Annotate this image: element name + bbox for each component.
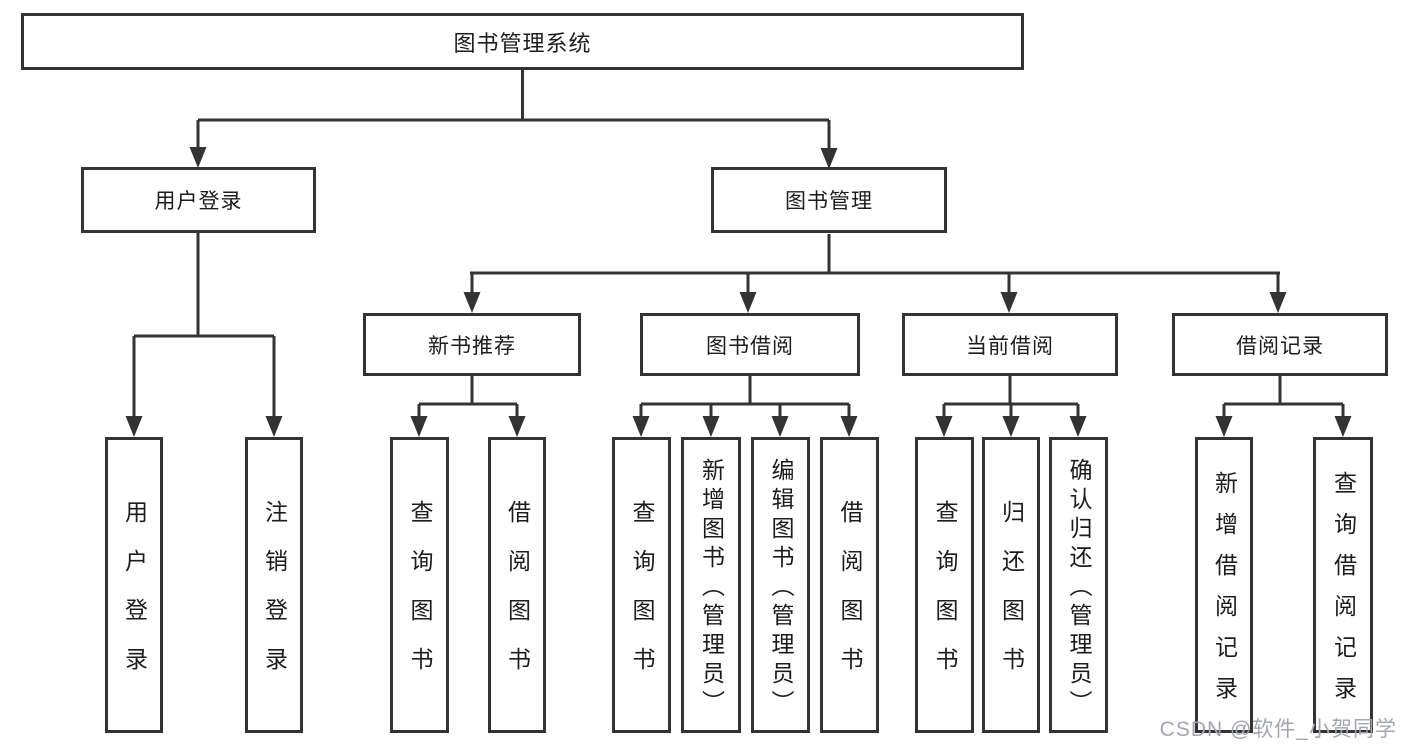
- node-current-borrowing-label: 当前借阅: [966, 334, 1054, 358]
- leaf-borrowing-query-books: 查询图书: [612, 437, 671, 733]
- leaf-recommend-query-books-label: 查询图书: [407, 500, 433, 696]
- node-user-login: 用户登录: [81, 167, 316, 233]
- node-user-login-label: 用户登录: [154, 190, 243, 213]
- node-library-management-system: 图书管理系统: [21, 13, 1024, 70]
- node-current-borrowing: 当前借阅: [902, 313, 1118, 376]
- node-book-management-label: 图书管理: [785, 190, 873, 213]
- connector-current-borrowing-to-leaves: [935, 376, 1087, 437]
- leaf-borrowing-add-books-admin-label: 新增图书（管理员）: [698, 457, 725, 719]
- connector-borrowing-records-to-leaves: [1215, 376, 1352, 437]
- leaf-borrowing-query-books-label: 查询图书: [629, 500, 655, 696]
- csdn-watermark: CSDN @软件_小贺同学: [1159, 718, 1397, 741]
- leaf-current-return-books-label: 归还图书: [998, 500, 1025, 696]
- connector-book-borrowing-to-leaves: [632, 376, 858, 437]
- leaf-current-query-books: 查询图书: [915, 437, 974, 733]
- leaf-add-borrowing-record-label: 新增借阅记录: [1211, 471, 1238, 717]
- leaf-current-confirm-return-admin-label: 确认归还（管理员）: [1066, 457, 1092, 719]
- node-library-management-system-label: 图书管理系统: [453, 30, 592, 56]
- node-book-borrowing: 图书借阅: [640, 313, 860, 376]
- leaf-borrowing-edit-books-admin: 编辑图书（管理员）: [751, 437, 810, 733]
- node-book-borrowing-label: 图书借阅: [706, 334, 794, 358]
- leaf-borrowing-add-books-admin: 新增图书（管理员）: [681, 437, 741, 733]
- leaf-recommend-borrow-books: 借阅图书: [488, 437, 546, 733]
- leaf-current-confirm-return-admin: 确认归还（管理员）: [1049, 437, 1108, 733]
- leaf-current-return-books: 归还图书: [982, 437, 1040, 733]
- leaf-query-borrowing-record-label: 查询借阅记录: [1330, 471, 1357, 717]
- leaf-borrowing-edit-books-admin-label: 编辑图书（管理员）: [768, 457, 794, 719]
- leaf-borrowing-borrow-books-label: 借阅图书: [837, 500, 863, 696]
- node-new-book-recommend-label: 新书推荐: [428, 334, 516, 358]
- connector-new-book-recommend-to-leaves: [410, 376, 526, 437]
- node-new-book-recommend: 新书推荐: [363, 313, 581, 376]
- leaf-query-borrowing-record: 查询借阅记录: [1313, 437, 1373, 733]
- connector-user-login-to-leaves: [125, 232, 283, 437]
- connector-root-to-level2: [189, 69, 838, 169]
- connector-book-management-to-level3: [463, 234, 1287, 313]
- node-book-management: 图书管理: [711, 167, 947, 233]
- leaf-add-borrowing-record: 新增借阅记录: [1195, 437, 1253, 733]
- node-borrowing-records: 借阅记录: [1172, 313, 1388, 376]
- leaf-recommend-query-books: 查询图书: [390, 437, 449, 733]
- leaf-user-login: 用户登录: [105, 437, 163, 733]
- leaf-recommend-borrow-books-label: 借阅图书: [504, 500, 531, 696]
- leaf-logout-label: 注销登录: [261, 500, 288, 696]
- leaf-current-query-books-label: 查询图书: [932, 500, 958, 696]
- leaf-logout: 注销登录: [245, 437, 303, 733]
- leaf-borrowing-borrow-books: 借阅图书: [820, 437, 879, 733]
- leaf-user-login-label: 用户登录: [121, 500, 148, 696]
- node-borrowing-records-label: 借阅记录: [1236, 334, 1324, 358]
